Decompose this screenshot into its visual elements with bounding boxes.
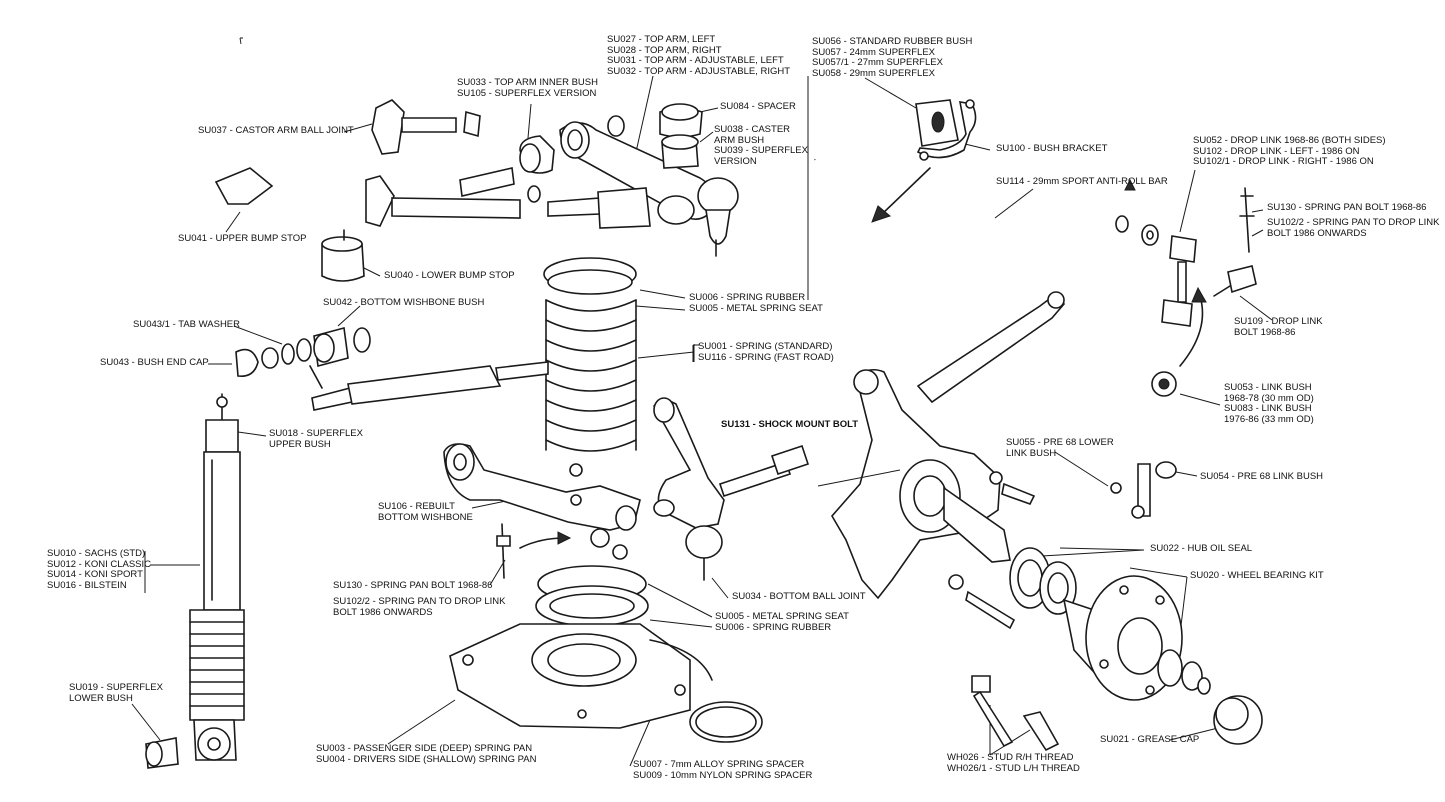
pre68-link-bush-drawing	[1110, 461, 1177, 519]
label-anti-roll-bar: SU114 - 29mm SPORT ANTI-ROLL BAR	[996, 176, 1168, 187]
anti-roll-bar-drawing	[813, 159, 1159, 258]
bottom-wishbone-drawing	[443, 443, 641, 579]
label-pre68-link-bush: SU054 - PRE 68 LINK BUSH	[1200, 471, 1324, 482]
label-spacer: SU084 - SPACER	[720, 101, 796, 112]
label-spring-pan-bolt-right: SU130 - SPRING PAN BOLT 1968-86	[1267, 202, 1427, 213]
steering-knuckle-drawing	[817, 291, 1066, 630]
coil-spring-drawing	[543, 257, 637, 477]
shock-mount-bolt-drawing	[718, 444, 810, 498]
label-spring: SU001 - SPRING (STANDARD)SU116 - SPRING …	[698, 341, 834, 363]
label-castor-arm-ball-joint: SU037 - CASTOR ARM BALL JOINT	[198, 125, 354, 136]
label-upper-bump-stop: SU041 - UPPER BUMP STOP	[178, 233, 307, 244]
leader-lines	[131, 75, 1273, 767]
label-shock-mount-bolt: SU131 - SHOCK MOUNT BOLT	[721, 419, 859, 430]
direction-arrows	[309, 167, 1207, 549]
bush-bracket-drawing	[915, 99, 977, 161]
label-grease-cap: SU021 - GREASE CAP	[1100, 734, 1200, 745]
label-spring-pan-bolt-left: SU130 - SPRING PAN BOLT 1968-86	[333, 580, 493, 591]
wishbone-bush-drawing	[235, 326, 549, 411]
stray-mark	[239, 37, 243, 45]
bottom-ball-joint-drawing	[653, 397, 725, 581]
drop-link-drawing	[1151, 187, 1257, 397]
top-arm-drawing	[365, 99, 739, 257]
bump-stop-drawing	[214, 167, 365, 282]
label-bottom-wishbone-bush: SU042 - BOTTOM WISHBONE BUSH	[323, 297, 485, 308]
label-drop-link: SU052 - DROP LINK 1968-86 (BOTH SIDES)SU…	[1193, 135, 1386, 167]
label-tab-washer: SU043/1 - TAB WASHER	[133, 319, 240, 330]
label-bush-end-cap: SU043 - BUSH END CAP	[100, 357, 209, 368]
label-bush-bracket: SU100 - BUSH BRACKET	[996, 143, 1108, 154]
spring-pan-drawing	[449, 565, 763, 743]
label-spring-pan: SU003 - PASSENGER SIDE (DEEP) SPRING PAN…	[316, 743, 537, 765]
hub-assembly-drawing	[971, 547, 1263, 752]
label-lower-bump-stop: SU040 - LOWER BUMP STOP	[384, 270, 515, 281]
label-bottom-ball-joint: SU034 - BOTTOM BALL JOINT	[732, 591, 866, 602]
label-wheel-bearing-kit: SU020 - WHEEL BEARING KIT	[1190, 570, 1324, 581]
shock-absorber-drawing	[145, 393, 245, 769]
label-hub-oil-seal: SU022 - HUB OIL SEAL	[1150, 543, 1253, 554]
